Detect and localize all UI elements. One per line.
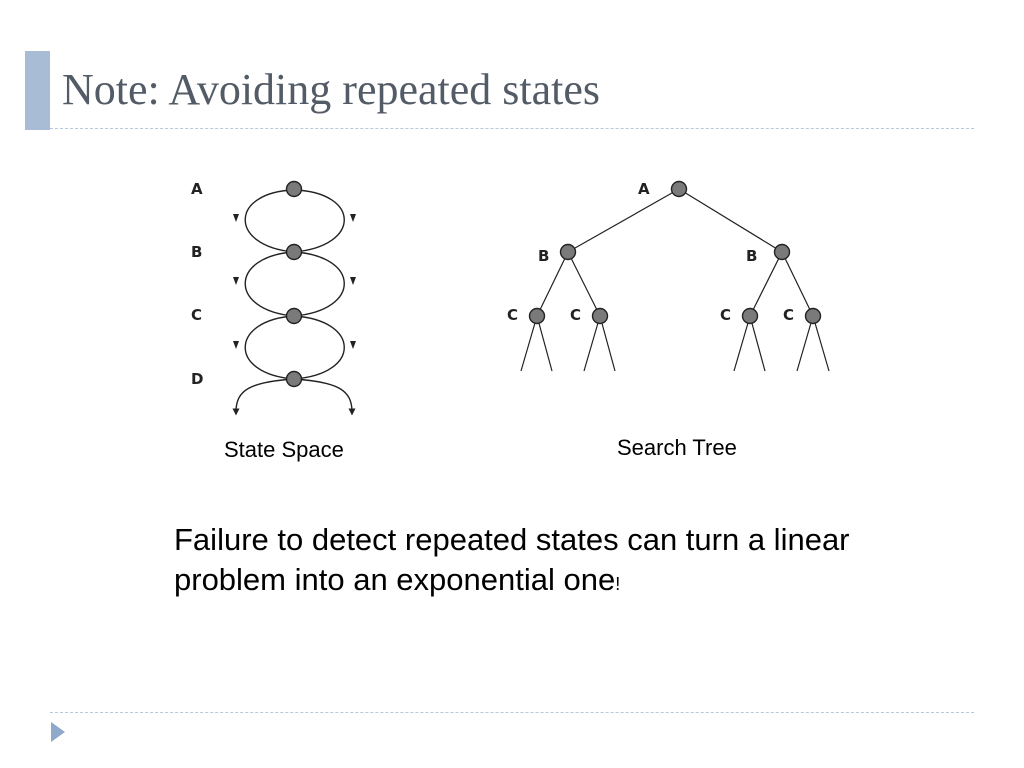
search-tree-nodes (528, 180, 822, 325)
state-space-arrowhead (233, 277, 239, 285)
tree-label-b-right: B (746, 247, 757, 265)
state-space-graph (232, 189, 356, 416)
state-label-d: D (191, 370, 203, 388)
tree-label-c3: C (720, 306, 731, 324)
title-accent-bar (25, 51, 50, 130)
tree-node-c1 (528, 307, 546, 325)
tree-node-c4 (804, 307, 822, 325)
tree-edge-c1-out (536, 315, 553, 372)
state-label-c: C (191, 306, 202, 324)
state-space-edge-right-b-c (293, 251, 345, 317)
tree-label-a: A (638, 180, 650, 198)
tree-label-c1: C (507, 306, 518, 324)
state-label-a: A (191, 180, 203, 198)
state-node-a (285, 180, 303, 198)
state-node-d (285, 370, 303, 388)
search-tree-caption: Search Tree (617, 435, 737, 460)
tree-edge-b2-c4 (781, 251, 814, 317)
state-label-b: B (191, 243, 202, 261)
slide-title: Note: Avoiding repeated states (62, 65, 601, 114)
tree-edge-b2-c3 (749, 251, 783, 317)
state-space-arrowhead (350, 341, 356, 349)
state-space-edge-left-d-out (232, 378, 295, 416)
state-space-caption: State Space (224, 437, 344, 462)
state-space-edge-left-b-c (244, 251, 295, 317)
tree-label-c2: C (570, 306, 581, 324)
tree-label-b-left: B (538, 247, 549, 265)
tree-label-c4: C (783, 306, 794, 324)
state-node-b (285, 243, 303, 261)
tree-edge-c2-out (583, 315, 601, 372)
tree-edge-a-b2 (678, 188, 783, 253)
tree-edge-c4-out (812, 315, 830, 372)
title-divider (50, 128, 974, 129)
state-space-edge-left-c-d (244, 315, 295, 380)
state-space-arrowhead (233, 214, 239, 222)
state-space-arrowheads (233, 214, 356, 349)
note-body: Failure to detect repeated states can tu… (174, 522, 850, 597)
tree-edge-b1-c2 (567, 251, 601, 317)
tree-edge-c3-out (733, 315, 751, 372)
next-slide-arrow-icon[interactable] (51, 722, 65, 742)
state-space-nodes (285, 180, 303, 388)
tree-node-b-left (559, 243, 577, 261)
tree-node-c2 (591, 307, 609, 325)
note-exclamation: ! (615, 574, 621, 594)
state-space-arrowhead (350, 214, 356, 222)
state-space-edge-right-a-b (293, 189, 345, 253)
tree-edge-c3-out (749, 315, 766, 372)
state-space-edge-right-d-out (293, 378, 356, 416)
state-space-edge-left-a-b (244, 189, 295, 253)
note-text: Failure to detect repeated states can tu… (174, 520, 854, 604)
state-node-c (285, 307, 303, 325)
tree-node-a (670, 180, 688, 198)
tree-edge-c2-out (599, 315, 616, 372)
tree-edge-b1-c1 (536, 251, 569, 317)
state-space-edge-right-c-d (293, 315, 345, 380)
state-space-arrowhead (350, 277, 356, 285)
tree-node-c3 (741, 307, 759, 325)
tree-edge-c4-out (796, 315, 814, 372)
state-space-arrowhead (233, 341, 239, 349)
tree-node-b-right (773, 243, 791, 261)
tree-edge-c1-out (520, 315, 538, 372)
tree-edge-a-b1 (567, 188, 680, 253)
footer-divider (50, 712, 974, 713)
search-tree-edges (520, 188, 830, 372)
